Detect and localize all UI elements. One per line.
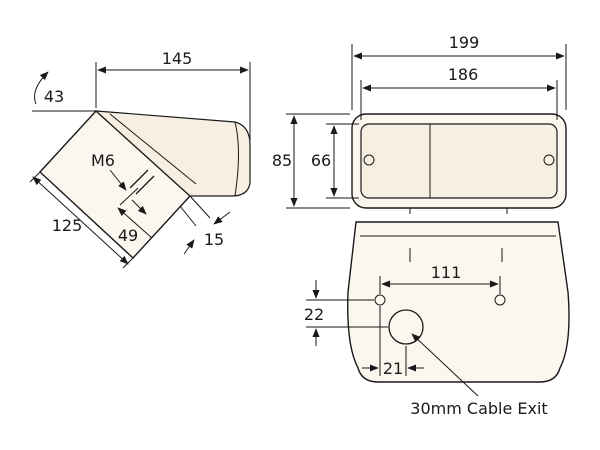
dim-22-label: 22 <box>304 305 324 324</box>
dim-111-label: 111 <box>431 263 462 282</box>
cable-exit-leader <box>411 333 479 397</box>
dim-15-label: 15 <box>204 230 224 249</box>
mounting-bolt <box>129 169 155 195</box>
mount-hole-right <box>494 294 506 306</box>
dim-43-label: 43 <box>44 87 64 106</box>
front-view-lens <box>360 123 558 199</box>
dim-15-arrow-a <box>213 211 231 225</box>
front-view: 199 186 85 66 <box>272 33 567 214</box>
dim-145-label: 145 <box>162 49 193 68</box>
dim-66-label: 66 <box>311 151 331 170</box>
side-view-body <box>94 110 251 197</box>
lens-screw-left <box>363 154 375 166</box>
dim-199-label: 199 <box>449 33 480 52</box>
dim-49-label: 49 <box>118 226 138 245</box>
mount-hole-left <box>374 294 386 306</box>
thread-label: M6 <box>91 151 115 170</box>
dim-43-arc <box>34 71 49 105</box>
side-view: 145 43 M6 125 49 15 <box>29 49 251 269</box>
dim-186-label: 186 <box>448 65 479 84</box>
dim-15-arrow-b <box>183 239 195 255</box>
dim-125-line <box>32 176 129 265</box>
cable-exit-hole <box>388 309 424 345</box>
rear-view-housing <box>347 221 570 383</box>
dim-49-line <box>117 207 153 239</box>
cable-exit-label: 30mm Cable Exit <box>410 399 547 418</box>
rear-view: 111 22 21 30mm Cable Exit <box>304 221 570 418</box>
lens-screw-right <box>543 154 555 166</box>
dim-21-label: 21 <box>383 359 403 378</box>
dim-85-label: 85 <box>272 151 292 170</box>
dim-125-label: 125 <box>52 216 83 235</box>
